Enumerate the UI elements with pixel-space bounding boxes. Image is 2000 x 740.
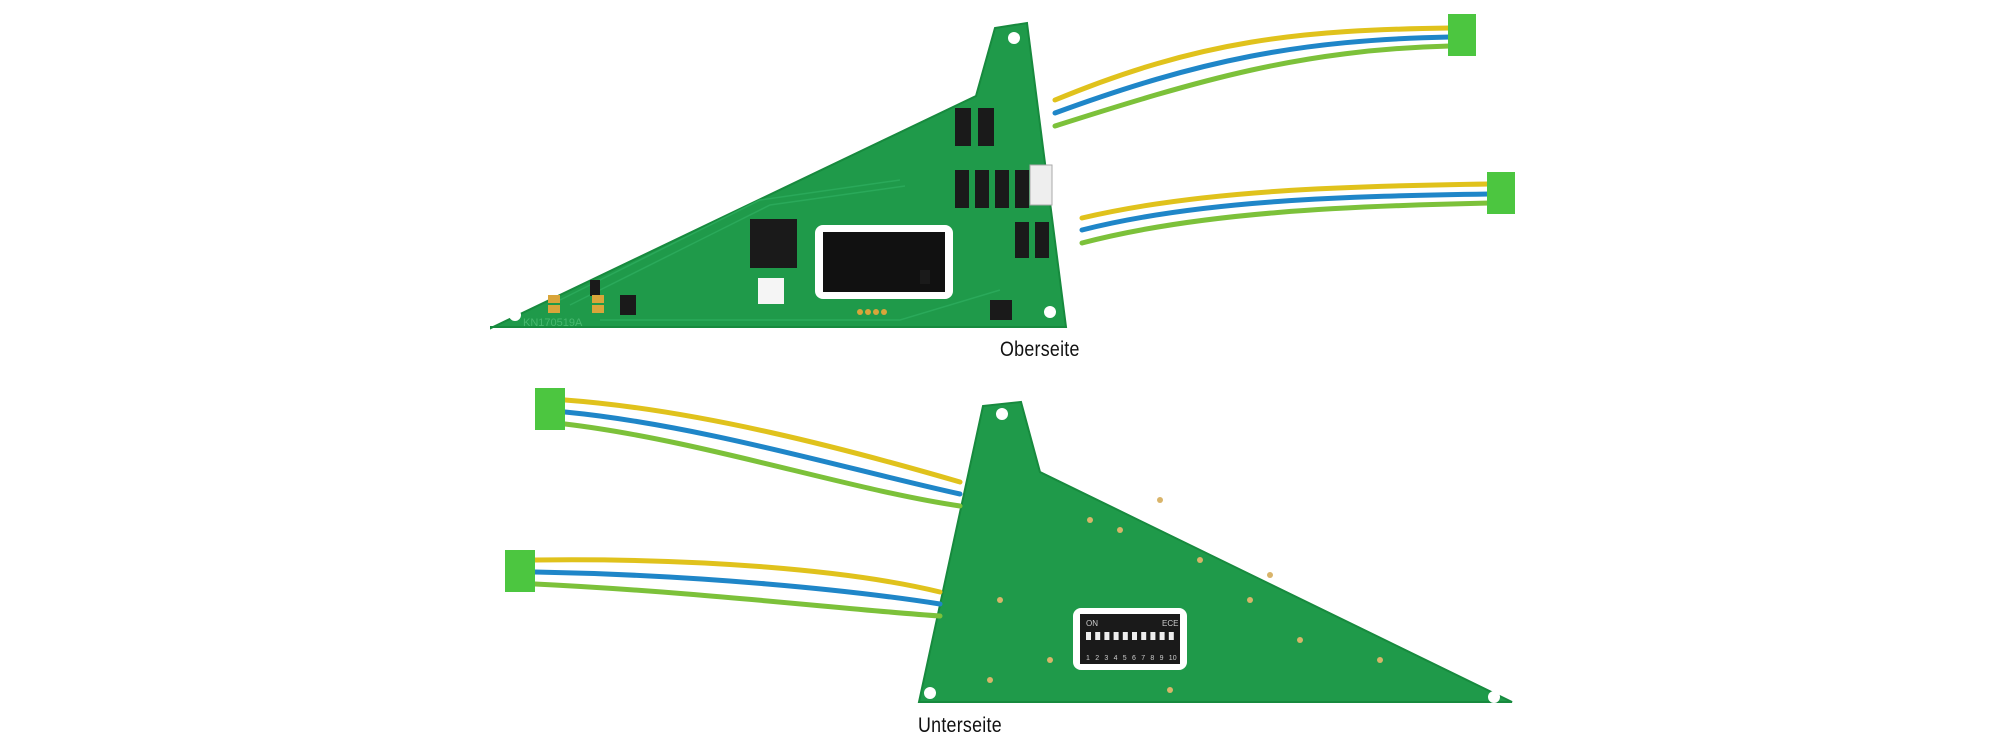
dip-position-label: 2 [1095, 655, 1099, 662]
dip-switch-key[interactable] [1086, 632, 1091, 640]
dip-switch-key[interactable] [1150, 632, 1156, 640]
dip-position-label: 6 [1132, 655, 1136, 662]
connector-plug [535, 388, 565, 430]
dip-switch-key[interactable] [1095, 632, 1101, 640]
dip-switch-key[interactable] [1104, 632, 1110, 640]
dip-position-label: 4 [1114, 655, 1118, 662]
board-serial: KN170519A [523, 317, 583, 329]
bottom-wire-harness-1 [562, 397, 963, 509]
dip-switch-key[interactable] [1159, 632, 1165, 640]
microcontroller-chip [750, 219, 797, 268]
dip-switch-key[interactable] [1141, 632, 1147, 640]
caption-top-side: Oberseite [1000, 338, 1080, 361]
dip-switch-key[interactable] [1113, 632, 1119, 640]
dip-on-label: ON [1086, 619, 1098, 628]
connector-plug [1448, 14, 1476, 56]
bottom-wire-harness-2 [532, 557, 943, 619]
dip-position-label: 10 [1169, 655, 1177, 662]
dip-position-label: 9 [1160, 655, 1164, 662]
traces [559, 179, 1001, 321]
dip-switch-key[interactable] [1168, 632, 1174, 640]
dip-position-label: 1 [1086, 655, 1090, 662]
dip-brand-label: ECE [1162, 619, 1178, 628]
dip-position-label: 3 [1104, 655, 1108, 662]
dip-position-label: 7 [1141, 655, 1145, 662]
top-wire-harness-1 [1052, 25, 1453, 129]
connector-plug [505, 550, 535, 592]
caption-bottom-side: Unterseite [918, 714, 1002, 737]
dip-position-label: 8 [1150, 655, 1154, 662]
dip-switch-key[interactable] [1132, 632, 1137, 640]
dip-position-label: 5 [1123, 655, 1127, 662]
white-connector [1029, 164, 1053, 206]
top-pcb-board: KN170519A [490, 21, 1068, 330]
top-wire-harness-2 [1079, 181, 1493, 246]
connector-plug [1487, 172, 1515, 214]
dip-switch-key[interactable] [1122, 632, 1128, 640]
